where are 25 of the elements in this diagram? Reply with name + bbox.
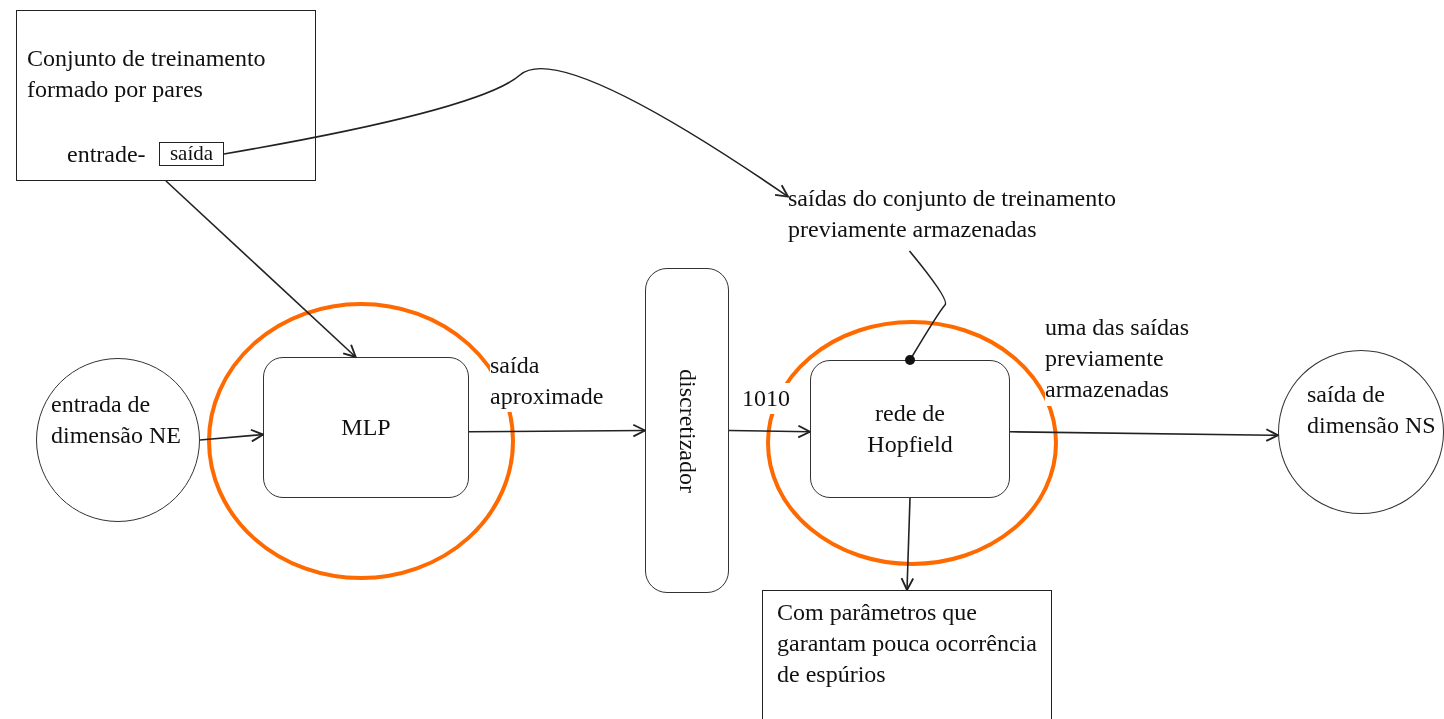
node-text: discretizador [673, 368, 702, 493]
process-box [263, 357, 469, 498]
node-text: entrada de dimensão NE [51, 390, 182, 451]
arrow [223, 67, 789, 198]
arrow [728, 424, 811, 439]
node-text: saída de dimensão NS [1307, 380, 1437, 441]
node-text: Com parâmetros que garantam pouca ocorrência de espúrios [777, 598, 1038, 690]
arrow [900, 497, 915, 591]
discretizer-box [645, 268, 729, 593]
node-text: entrade- [67, 140, 146, 169]
edge-label: 1010 [742, 383, 790, 415]
node-text: saída [168, 143, 215, 164]
text-box [762, 590, 1052, 719]
process-label: MLP [341, 412, 391, 442]
arrow [165, 180, 357, 358]
node-text: rede de Hopfield [866, 398, 954, 459]
output-box [159, 142, 224, 166]
process-box [810, 360, 1010, 498]
node-text: Conjunto de treinamento formado por pares [27, 44, 267, 105]
text-box [16, 10, 316, 181]
arrow [468, 423, 646, 438]
arrow [199, 428, 264, 443]
arrow [1009, 428, 1279, 442]
leader-line [905, 250, 947, 365]
node-text: saídas do conjunto de treinamento previamente armazenadas [788, 184, 1117, 245]
